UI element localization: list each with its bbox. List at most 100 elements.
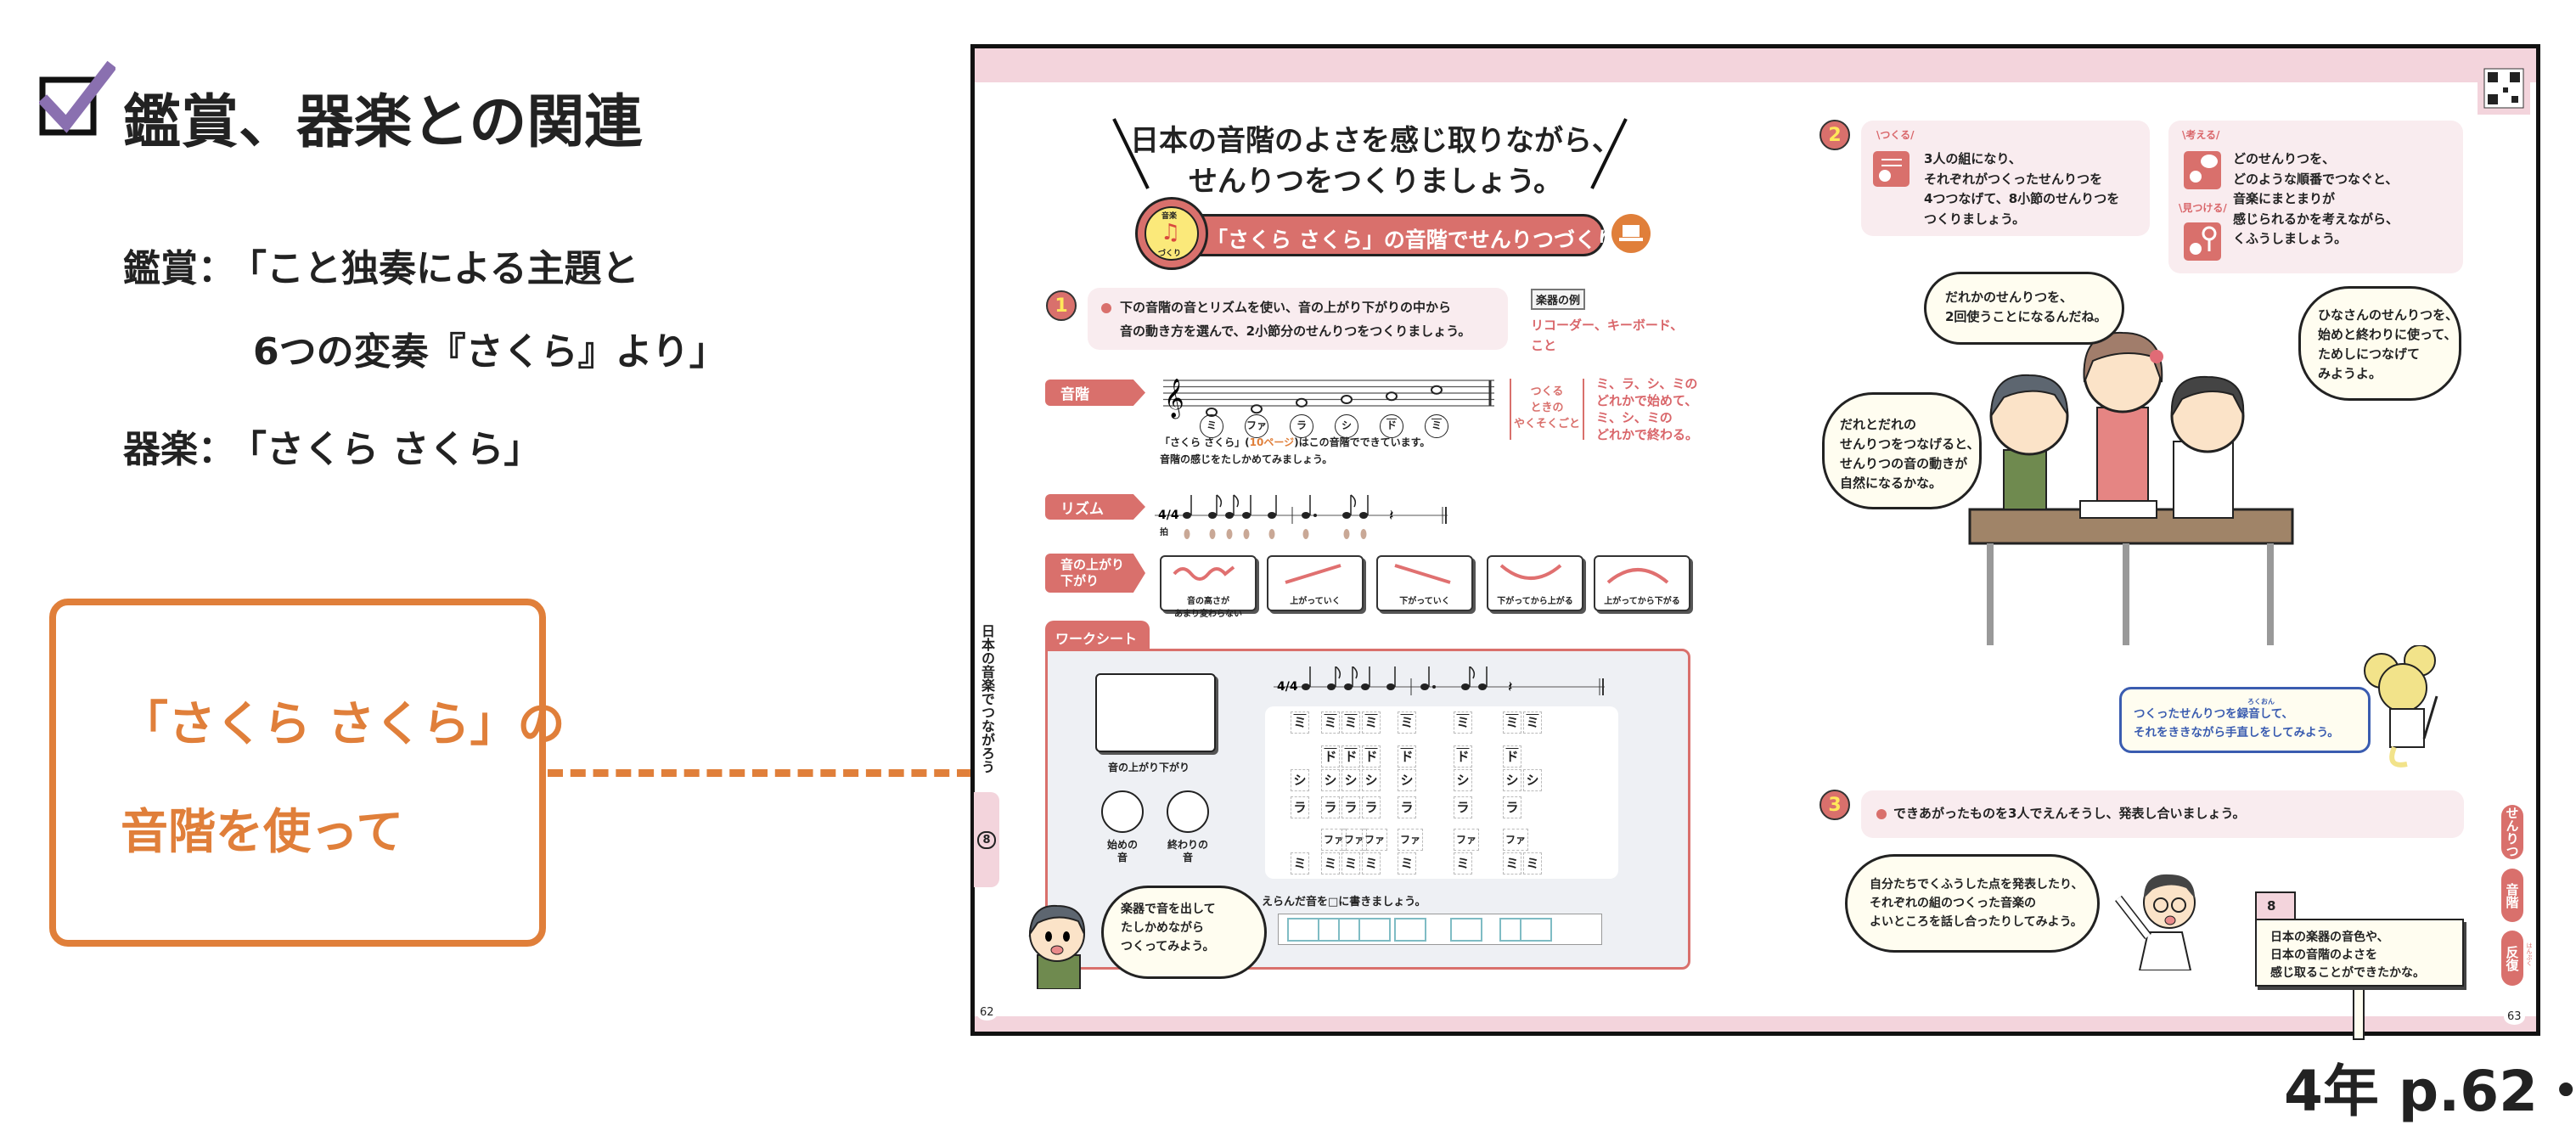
tab-senritsu[interactable]: せんりつ [2501,805,2523,859]
contour-tag: 音の上がり下がり [1045,554,1145,593]
laptop-icon[interactable] [1611,214,1651,253]
sign-number: 8 [2255,891,2296,920]
rhythm-note [1461,683,1470,690]
note-choice-cell: ド [1341,745,1360,768]
contour-card[interactable]: 上がってから下がる [1594,555,1690,611]
beat-dot [1343,529,1350,539]
contour-tag-line: 下がり [1060,573,1100,588]
beat-dot [1302,529,1309,539]
top-band [975,48,2536,82]
answer-box[interactable] [1450,918,1482,942]
note-choice-cell: ミ [1362,711,1381,734]
note-choice-cell: ミ [1503,852,1521,874]
callout-line1: 「さくら さくら」の [121,697,565,752]
start-note-circle[interactable] [1101,790,1144,833]
kigaku-value: 「さくら さくら」 [229,428,542,471]
contour-card-label: 上がっていく [1290,597,1341,606]
note-choice-cell: ラ [1341,796,1360,818]
rhythm-note [1268,512,1276,519]
note-choice-cell: シ [1503,769,1521,791]
caption-text: )はこの音階でできています。 [1294,436,1431,448]
contour-card-label: あまり変わらない [1174,610,1242,619]
page-reference-link[interactable]: 10ページ [1249,436,1295,448]
note-choice-cell: ラ [1398,796,1416,818]
note-choice-cell: ド [1398,745,1416,768]
note-choice-cell: ミ [1523,852,1542,874]
note-choice-cell: ファ [1321,829,1347,851]
beat-dot [1184,529,1190,539]
beat-dot [1209,529,1216,539]
contour-card[interactable]: 上がっていく [1267,555,1364,611]
scale-note [1386,391,1398,402]
rhythm-note [1344,683,1353,690]
tab-onkai[interactable]: 音階 [2501,869,2523,922]
beat-dot [1226,529,1233,539]
side-tab-number: 8 [977,830,996,849]
note-choice-cell: ミ [1454,852,1472,874]
rhythm-note [1327,683,1336,690]
scale-note-label: ラ [1290,414,1313,438]
note-choice-cell: ド [1321,745,1340,768]
scale-note [1341,395,1353,404]
time-signature: 4/4 [1277,680,1298,694]
contour-card[interactable]: 音の高さがあまり変わらない [1160,555,1257,619]
instrument-example-label: 楽器の例 [1531,289,1586,310]
contour-drawing-box[interactable] [1095,673,1216,752]
scale-note [1296,397,1308,408]
kigaku-label: 器楽： [123,428,235,471]
step-1-box: 下の音階の音とリズムを使い、音の上がり下がりの中から 音の動き方を選んで、2小節… [1088,288,1508,350]
rule-label: ときの [1530,402,1564,414]
scale-note-label: シ [1335,414,1358,438]
rhythm-note [1420,683,1429,690]
note-choice-cell: ミ [1398,852,1416,874]
rhythm-note [1478,683,1487,690]
answer-box[interactable] [1287,918,1319,942]
rhythm-note [1183,512,1191,519]
step-3-badge: 3 [1820,790,1850,820]
mitsukeru-tag: \見つける/ [2179,202,2227,214]
contour-card-label: 下がっていく [1399,597,1450,606]
rule-line: ミ、ラ、シ、ミの [1596,376,1698,391]
step-2-badge: 2 [1820,120,1850,150]
contour-arrow-icon [1285,564,1341,584]
rule-line: どれかで終わる。 [1596,427,1699,442]
contour-arrow-icon [1173,565,1235,581]
kangaeru-tag: \考える/ [2182,129,2220,141]
callout-line2: 音階を使って [121,805,404,860]
ongaku-zukuri-badge: 音楽 ♫ づくり [1135,197,1208,270]
worksheet-tab: ワークシート [1045,621,1150,651]
end-note-circle[interactable] [1167,790,1209,833]
step-3-text: できあがったものを3人でえんそうし、発表し合いましょう。 [1893,806,2246,821]
step-1-line2: 音の動き方を選んで、2小節分のせんりつをつくりましょう。 [1120,323,1471,339]
contour-arrow-icon [1499,564,1562,580]
contour-box-label: 音の上がり下がり [1108,762,1190,773]
activity-banner: 「さくら さくら」の音階でせんりつづくり [1172,214,1617,256]
contour-card-label: 上がってから下がる [1604,597,1680,606]
answer-box[interactable] [1394,918,1426,942]
caption-text: 「さくら さくら」( [1160,436,1250,448]
rhythm-note [1208,512,1217,519]
note-choice-cell: ラ [1321,796,1340,818]
rule-label: つくる [1530,385,1564,398]
lesson-title-line2: せんりつをつくりましょう。 [1188,165,1563,199]
qr-code-icon[interactable] [2478,62,2530,115]
answer-box[interactable] [1520,918,1552,942]
check-icon [37,56,117,144]
contour-arrow-icon [1606,568,1669,584]
rhythm-note [1225,512,1234,519]
teacher-bubble: 自分たちでくふうした点を発表したり、それぞれの組のつくった音楽のよいところを話し… [1845,854,2100,953]
ruby-hanpuku: はんぷく [2526,942,2533,966]
rhythm-note [1302,512,1310,519]
rhythm-tag-label: リズム [1060,500,1104,518]
scale-caption-2: 音階の感じをたしかめてみましょう。 [1160,453,1333,465]
step-3-box: できあがったものを3人でえんそうし、発表し合いましょう。 [1861,790,2464,838]
answer-box[interactable] [1358,918,1391,942]
bottom-band [975,1016,2536,1032]
scale-staff: 𝄞 [1163,379,1494,419]
contour-card[interactable]: 下がってから上がる [1487,555,1583,611]
sign-board: 日本の楽器の音色や、日本の音階のよさを感じ取ることができたかな。 [2255,919,2464,987]
speech-bubble-left: だれとだれのせんりつをつなげると、せんりつの音の動きが自然になるかな。 [1822,392,1982,509]
contour-card[interactable]: 下がっていく [1376,555,1473,611]
tab-hanpuku[interactable]: 反復 [2501,931,2523,986]
